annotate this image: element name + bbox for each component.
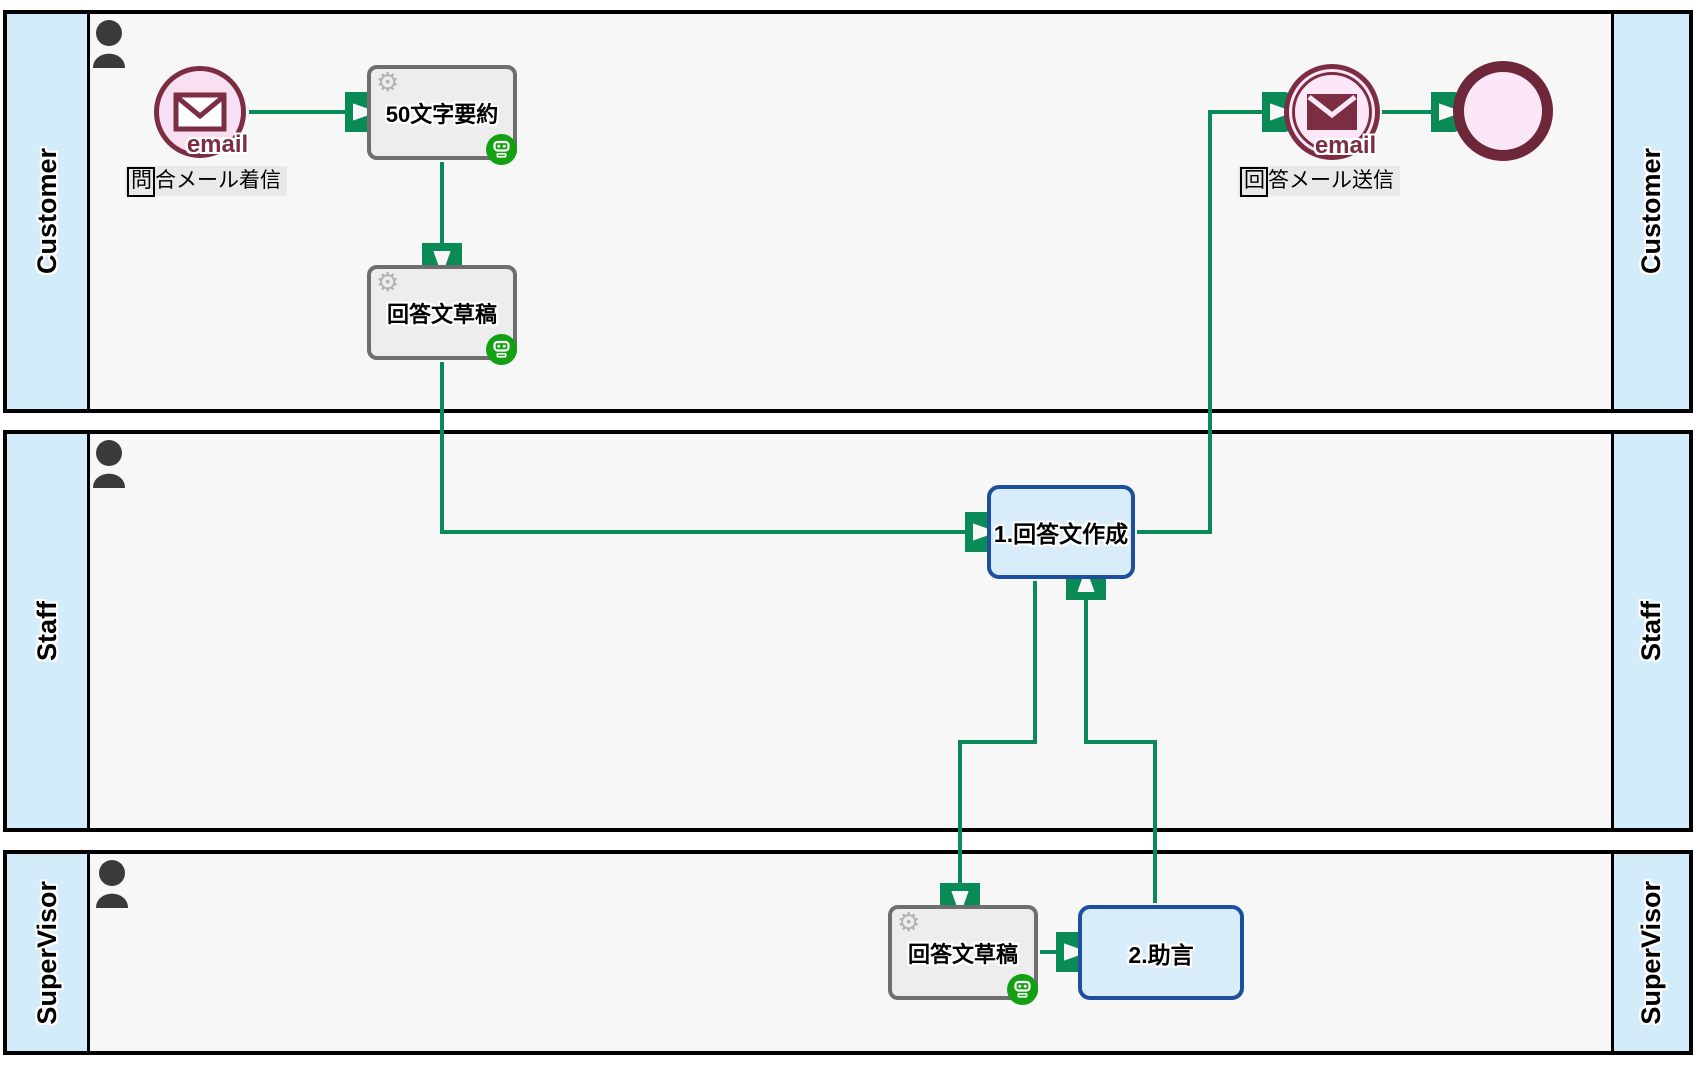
pool-supervisor-label-right: SuperVisor [1636,880,1666,1025]
person-icon [96,860,128,908]
pool-supervisor-label: SuperVisor [31,880,62,1025]
pool-supervisor-lane [90,854,1611,1051]
pool-supervisor-left-band: SuperVisor [7,854,90,1051]
pool-supervisor-right-band: SuperVisor [1611,854,1689,1051]
task-label: 回答文草稿 [386,301,497,327]
gear-icon: ⚙ [376,67,400,97]
envelope-icon [173,92,227,132]
envelope-filled-icon [1307,94,1357,130]
pool-customer-label-right: Customer [1636,148,1666,275]
pool-customer-label: Customer [31,148,62,275]
pool-staff-left-band: Staff [7,434,90,828]
task-reply-draft-customer[interactable]: ⚙ 回答文草稿 [367,265,517,365]
start-event-caption: email [186,131,249,158]
robot-badge-icon [486,134,517,165]
robot-badge-icon [1007,974,1038,1005]
pool-customer-lane [90,14,1611,409]
pool-staff-label-right: Staff [1636,601,1666,661]
send-event-annotation: 回答メール送信 [1238,166,1400,196]
task-advice[interactable]: 2.助言 [1078,905,1244,1000]
send-event-caption: email [1314,132,1377,159]
pool-staff-right-band: Staff [1611,434,1689,828]
pool-customer: Customer Customer [3,10,1693,413]
pool-staff-label: Staff [31,601,62,661]
pool-staff: Staff Staff [3,430,1693,832]
task-reply-draft-supervisor[interactable]: ⚙ 回答文草稿 [888,905,1038,1005]
pool-supervisor: SuperVisor SuperVisor [3,850,1693,1055]
pool-customer-left-band: Customer [7,14,90,409]
end-event[interactable] [1453,61,1553,161]
gear-icon: ⚙ [897,907,921,937]
task-label: 50文字要約 [385,101,499,127]
task-create-reply[interactable]: 1.回答文作成 [987,485,1135,579]
gear-icon: ⚙ [376,267,400,297]
person-icon [93,440,125,488]
person-icon [93,20,125,68]
start-event-annotation: 問合メール着信 [125,166,287,196]
start-event-message[interactable] [154,66,246,158]
robot-badge-icon [486,334,517,365]
task-label: 1.回答文作成 [993,521,1129,547]
pool-staff-lane [90,434,1611,828]
send-event-message[interactable] [1284,64,1380,160]
task-50char-summary[interactable]: ⚙ 50文字要約 [367,65,517,165]
task-label: 2.助言 [1128,941,1194,968]
pool-customer-right-band: Customer [1611,14,1689,409]
task-label: 回答文草稿 [907,941,1018,967]
